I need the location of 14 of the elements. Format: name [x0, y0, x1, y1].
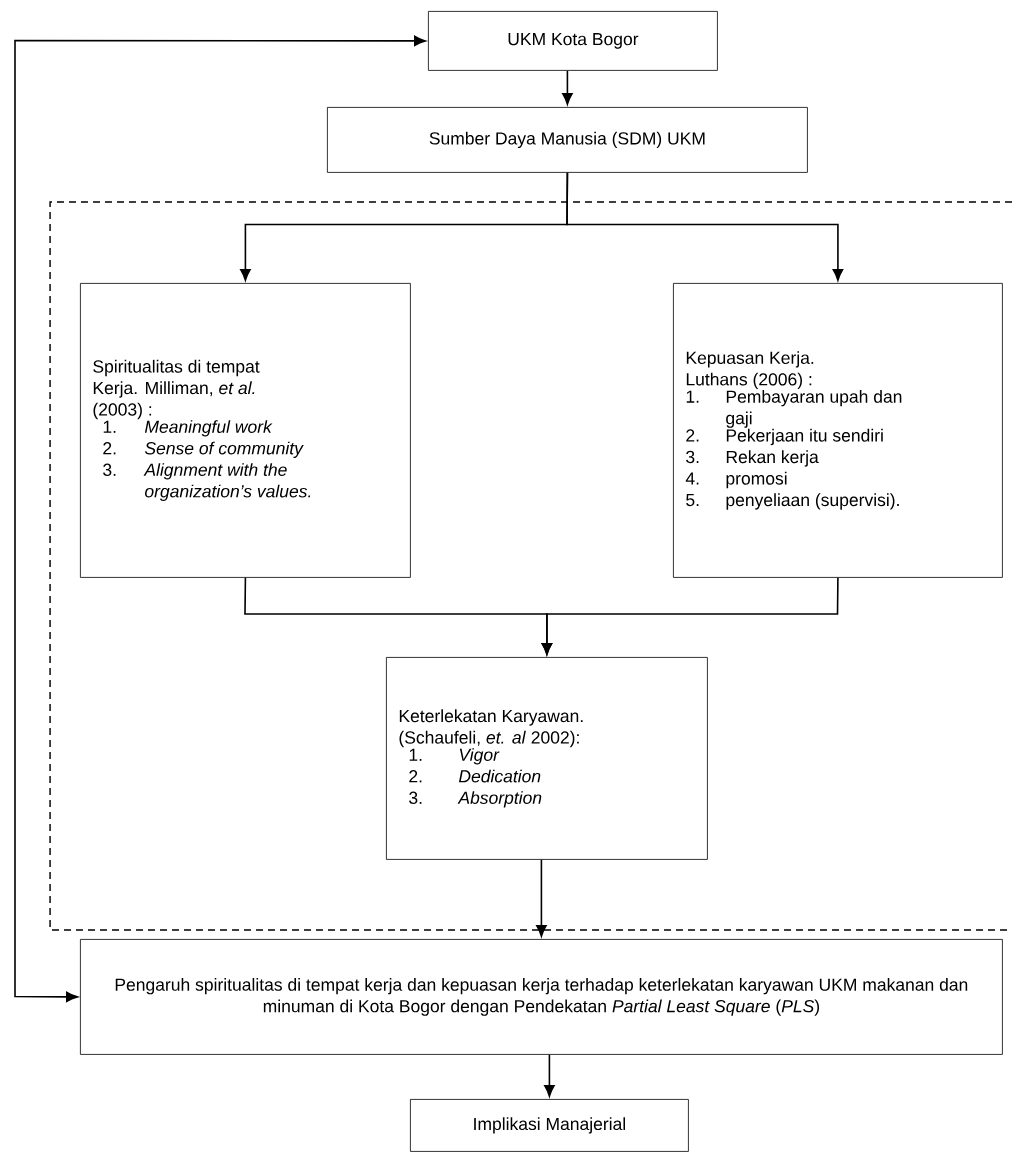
process-box: Sumber Daya Manusia (SDM) UKM — [327, 107, 808, 173]
arrow — [544, 1054, 555, 1097]
process-box: UKM Kota Bogor — [428, 11, 718, 71]
process-box: Pengaruh spiritualitas di tempat kerja dan kepuasan kerja terhadap keterlekatan karyawan UKM makanan dan minuman di Kota Bogor dengan Pendekatan Partial Least Square (PLS) — [80, 939, 1003, 1055]
arrow — [536, 859, 547, 937]
arrow — [541, 577, 839, 655]
arrow — [14, 35, 426, 1003]
process-box: Spiritualitas di tempat Kerja. Milliman, et al. (2003) : 1. Meaningful work 2. Sense of community 3. Alignment with the organization’s values. — [80, 283, 411, 578]
process-box: Kepuasan Kerja. Luthans (2006) : 1. Pembayaran upah dan gaji 2. Pekerjaan itu sendiri 3. Rekan kerja 4. promosi 5. penyeliaan (supervisi). — [673, 283, 1003, 578]
arrow — [566, 172, 844, 281]
arrow — [562, 70, 573, 105]
dashed-frame — [49, 201, 1012, 931]
process-box: Keterlekatan Karyawan. (Schaufeli, et. al 2002): 1. Vigor 2. Dedication 3. Absorption — [386, 657, 708, 860]
process-box: Implikasi Manajerial — [410, 1099, 689, 1152]
